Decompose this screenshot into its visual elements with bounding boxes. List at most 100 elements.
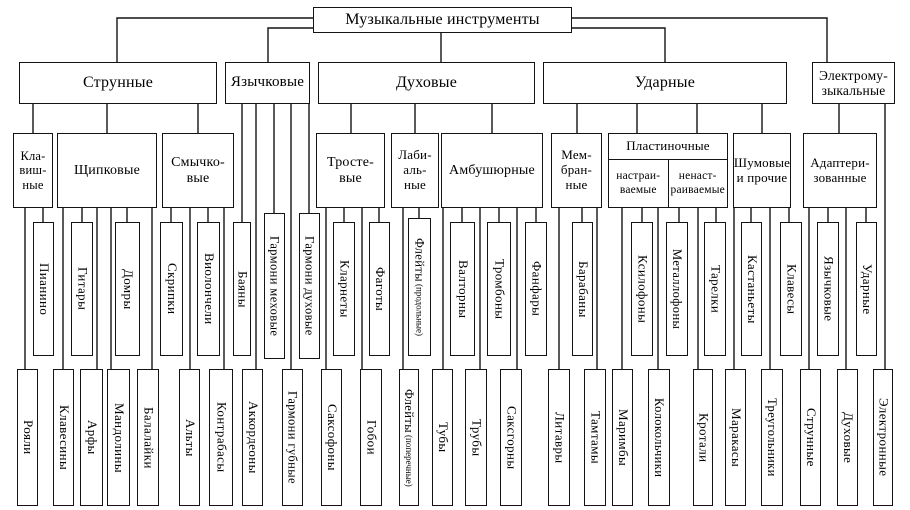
node-marimby: Маримбы [612, 369, 633, 506]
node-dukhovye: Духовые [318, 62, 535, 104]
node-plastinochnye-header: Пластиночные [609, 134, 727, 160]
node-klavesiny: Клавесины [53, 369, 74, 506]
node-fagoty: Фаготы [369, 222, 390, 356]
node-marakasy: Маракасы [725, 369, 746, 506]
node-violoncheli-label: Виолончели [201, 253, 217, 325]
connector-line [572, 27, 666, 62]
node-kontrabasy-label: Контрабасы [214, 402, 230, 473]
node-mandoliny-label: Мандолины [111, 402, 127, 473]
node-valtorny-label: Валторны [455, 259, 471, 319]
node-garmoni-mekhovye-label: Гармони меховые [267, 235, 282, 337]
node-barabany-label: Барабаны [575, 260, 591, 318]
node-ambushyurnye: Амбушюрные [441, 133, 543, 208]
node-dukhovye-adaptirovannye: Духовые [837, 369, 858, 506]
node-garmoni-mekhovye: Гармони меховые [264, 213, 285, 359]
node-adapterizovannye: Адаптери- зованные [803, 133, 877, 208]
node-pianino-label: Пианино [36, 262, 52, 316]
node-kastanyety-label: Кастаньеты [744, 254, 760, 324]
node-elektronnye: Электронные [873, 369, 893, 506]
node-pianino: Пианино [33, 222, 54, 356]
node-trombony-label: Тромбоны [492, 258, 508, 320]
node-yazychkovye: Язычковые [225, 62, 310, 104]
node-fanfary-label: Фанфары [529, 261, 545, 317]
node-metallofony-label: Металлофоны [670, 248, 685, 330]
node-trostevye: Тросте- вые [316, 133, 385, 208]
node-klarnety-label: Кларнеты [337, 260, 353, 318]
node-dukhovye-adaptirovannye-label: Духовые [840, 411, 856, 464]
node-gitary: Гитары [71, 222, 93, 356]
node-marakasy-label: Маракасы [728, 407, 744, 468]
node-tamtamy: Тамтамы [584, 369, 606, 506]
node-alty: Альты [179, 369, 200, 506]
node-arfy: Арфы [80, 369, 103, 506]
node-arfy-label: Арфы [84, 420, 100, 455]
node-truby: Трубы [465, 369, 487, 506]
node-alty-label: Альты [182, 418, 198, 457]
node-garmoni-gubnye: Гармони губные [282, 369, 303, 506]
node-ksilofony-label: Ксилофоны [635, 254, 651, 324]
node-tuby: Тубы [432, 369, 453, 506]
node-goboi-label: Гобои [364, 420, 380, 455]
node-klavesiny-label: Клавесины [56, 404, 72, 471]
node-kolokolchiki: Колокольчики [648, 369, 670, 506]
node-skripki-label: Скрипки [164, 263, 180, 315]
node-garmoni-dukhovye: Гармони духовые [299, 213, 320, 359]
node-fleyty-poperechnye-note: (поперечные) [404, 434, 415, 487]
node-labialnye: Лаби- аль- ные [391, 133, 439, 208]
node-fleyty-prodolnye: Флейты(продольные) [408, 218, 431, 356]
connector-line [267, 27, 313, 62]
node-klavesy: Клавесы [780, 222, 802, 356]
node-klavishnye: Кла- виш- ные [13, 133, 53, 208]
node-klavesy-label: Клавесы [784, 263, 800, 315]
node-tarelki: Тарелки [704, 222, 726, 356]
node-fleyty-prodolnye-note: (продольные) [414, 284, 425, 336]
node-bayany-label: Баяны [235, 270, 251, 308]
node-bayany: Баяны [233, 222, 251, 356]
node-goboi: Гобои [360, 369, 382, 506]
node-nastraivaemye: настраи- ваемые [616, 170, 661, 196]
node-balalayki-label: Балалайки [141, 406, 157, 469]
node-saksofony: Саксофоны [321, 369, 342, 506]
node-kolokolchiki-label: Колокольчики [652, 397, 667, 478]
node-saksgorny: Саксгорны [500, 369, 522, 506]
node-trombony: Тромбоны [487, 222, 511, 356]
node-nenastrivaemye: ненаст- раиваемые [667, 160, 728, 207]
node-shchipkovye: Щипковые [57, 133, 157, 208]
node-barabany: Барабаны [572, 222, 593, 356]
node-kastanyety: Кастаньеты [741, 222, 762, 356]
connector-line [116, 17, 313, 62]
node-elektronnye-label: Электронные [876, 398, 892, 477]
node-violoncheli: Виолончели [197, 222, 220, 356]
node-gitary-label: Гитары [75, 267, 91, 311]
node-saksofony-label: Саксофоны [324, 404, 340, 471]
node-marimby-label: Маримбы [615, 408, 631, 467]
node-akkordeony-label: Аккордеоны [245, 401, 261, 474]
node-strunnye-adaptirovannye-label: Струнные [803, 408, 819, 467]
node-yazychkovye-adaptirovannye: Язычковые [817, 222, 839, 356]
node-strunnye-adaptirovannye: Струнные [800, 369, 821, 506]
node-fanfary: Фанфары [525, 222, 547, 356]
node-muzykalnye-instrumenty: Музыкальные инструменты [313, 7, 572, 33]
node-garmoni-dukhovye-label: Гармони духовые [302, 236, 317, 336]
node-domry-label: Домры [120, 268, 136, 310]
node-garmoni-gubnye-label: Гармони губные [285, 391, 300, 484]
node-valtorny: Валторны [450, 222, 475, 356]
node-tarelki-label: Тарелки [708, 264, 724, 314]
node-strunnye: Струнные [19, 62, 217, 104]
node-fleyty-poperechnye-label: Флейты [402, 388, 417, 433]
node-ksilofony: Ксилофоны [631, 222, 653, 356]
node-tuby-label: Тубы [435, 422, 451, 453]
node-fleyty-prodolnye-label: Флейты [412, 238, 427, 283]
node-udarnye: Ударные [543, 62, 787, 104]
node-kontrabasy: Контрабасы [209, 369, 233, 506]
node-udarnye-adaptirovannye: Ударные [856, 222, 877, 356]
node-elektromuzykalnye: Электрому- зыкальные [812, 62, 895, 104]
node-balalayki: Балалайки [137, 369, 159, 506]
node-royali-label: Рояли [20, 420, 36, 455]
node-truby-label: Трубы [469, 418, 485, 457]
node-skripki: Скрипки [160, 222, 183, 356]
node-litavry: Литавры [548, 369, 570, 506]
